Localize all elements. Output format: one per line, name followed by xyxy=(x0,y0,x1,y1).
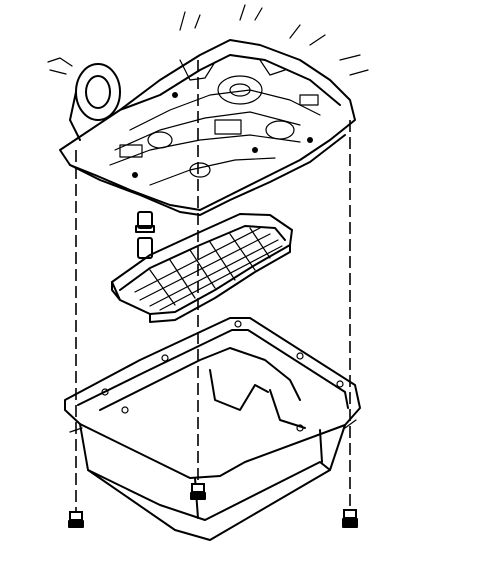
bolt-icon xyxy=(68,511,84,528)
bolt-icon xyxy=(342,509,358,528)
bolt-icon xyxy=(190,483,206,500)
oil-pan xyxy=(64,317,361,541)
oil-filter-screen xyxy=(111,213,293,323)
alignment-lines xyxy=(75,60,351,512)
valve-body xyxy=(47,4,369,216)
seal-ring-icon xyxy=(135,211,155,259)
